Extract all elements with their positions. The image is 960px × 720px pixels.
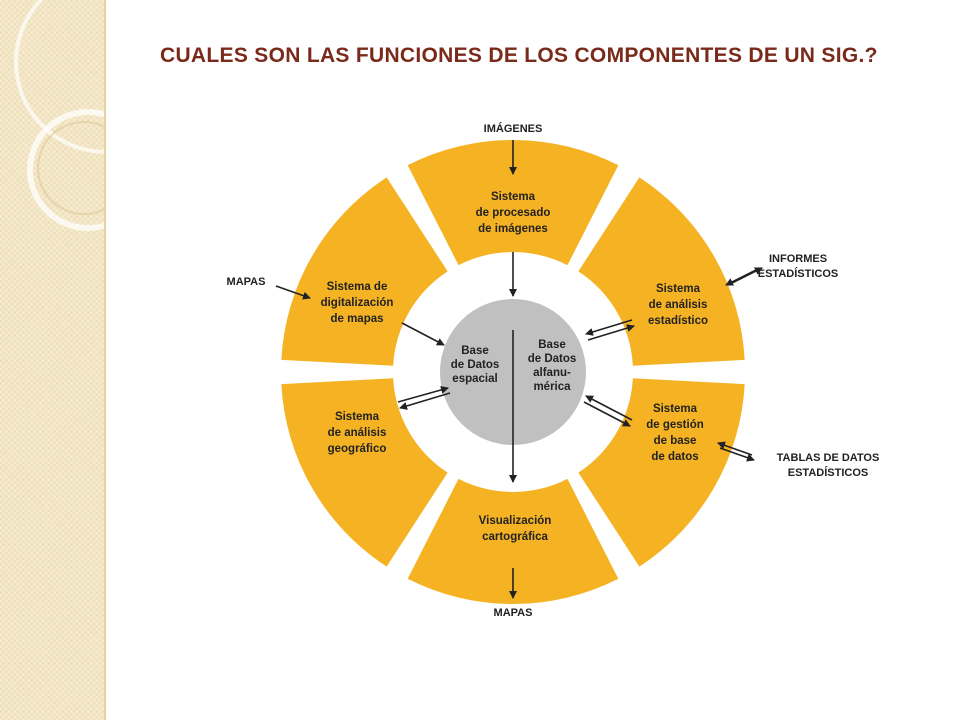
segment-label-left-upper: Sistema de digitalización de mapas xyxy=(321,281,394,325)
segment-label-bottom-line: Visualización xyxy=(479,515,552,527)
arrow-core-to-statistic xyxy=(587,324,635,341)
decorative-circles xyxy=(14,0,106,231)
page-title: CUALES SON LAS FUNCIONES DE LOS COMPONEN… xyxy=(160,44,878,67)
arrow-tables-out xyxy=(719,447,755,462)
segment-label-bottom: Visualización cartográfica xyxy=(479,515,552,543)
segment-right-upper xyxy=(578,177,745,366)
input-label-images: IMÁGENES xyxy=(484,122,543,135)
segment-label-right-lower-line: de gestión xyxy=(646,419,704,431)
segment-left-upper xyxy=(281,177,448,366)
segment-label-top-line: de procesado xyxy=(476,207,551,219)
segment-bottom xyxy=(407,478,619,605)
segment-label-left-lower-line: Sistema xyxy=(335,411,380,423)
segment-label-top-line: de imágenes xyxy=(478,223,548,235)
segment-label-left-upper-line: Sistema de xyxy=(327,281,388,293)
segment-label-right-upper-line: Sistema xyxy=(656,283,701,295)
arrow-maps-in xyxy=(275,285,311,300)
segment-label-top-line: Sistema xyxy=(491,191,536,203)
label-statistical-reports-line: ESTADÍSTICOS xyxy=(758,267,838,280)
segment-label-left-lower-line: geográfico xyxy=(328,443,387,455)
segment-label-right-lower: Sistema de gestión de base de datos xyxy=(646,403,704,463)
arrow-core-to-management xyxy=(583,401,631,427)
arrow-management-to-core xyxy=(585,395,633,421)
label-statistical-tables-line: TABLAS DE DATOS xyxy=(777,452,880,464)
core-label-alphanumeric-line: mérica xyxy=(533,381,571,393)
core-label-alphanumeric-line: alfanu- xyxy=(533,367,571,379)
segment-label-right-upper-line: estadístico xyxy=(648,315,708,327)
segment-label-bottom-line: cartográfica xyxy=(482,531,548,543)
arrow-reports-out xyxy=(727,267,763,286)
core-label-spatial-line: espacial xyxy=(452,373,497,385)
segment-label-right-upper-line: de análisis xyxy=(649,299,708,311)
core-label-spatial-line: de Datos xyxy=(451,359,500,371)
input-label-maps: MAPAS xyxy=(227,276,266,288)
segment-label-left-upper-line: de mapas xyxy=(330,313,383,325)
segment-right-lower xyxy=(578,378,745,567)
core-label-spatial: Base de Datos espacial xyxy=(451,345,500,385)
arrow-tables-in xyxy=(717,441,753,456)
output-label-maps: MAPAS xyxy=(494,607,533,619)
segment-left-lower xyxy=(281,378,448,567)
core-label-alphanumeric: Base de Datos alfanu-mérica xyxy=(528,339,577,393)
label-statistical-reports: INFORMES ESTADÍSTICOS xyxy=(758,253,838,280)
segment-label-right-lower-line: de base xyxy=(654,435,697,447)
segment-top xyxy=(407,139,619,266)
segment-label-right-upper: Sistema de análisis estadístico xyxy=(648,283,708,327)
segment-label-left-lower: Sistema de análisis geográfico xyxy=(328,411,387,455)
arrow-geographic-to-core xyxy=(397,386,449,403)
core-label-alphanumeric-line: de Datos xyxy=(528,353,577,365)
arrow-core-to-geographic xyxy=(399,392,451,410)
segment-label-top: Sistema de procesado de imágenes xyxy=(476,191,551,235)
segment-label-left-lower-line: de análisis xyxy=(328,427,387,439)
arrow-digitization-to-core xyxy=(401,322,445,346)
label-statistical-tables-line: ESTADÍSTICOS xyxy=(788,466,868,479)
core-label-spatial-line: Base xyxy=(461,345,489,357)
decorative-side-strip xyxy=(0,0,106,720)
arrow-reports-in xyxy=(725,267,761,286)
segment-label-left-upper-line: digitalización xyxy=(321,297,394,309)
segment-label-right-lower-line: Sistema xyxy=(653,403,698,415)
flow-arrows xyxy=(275,140,763,599)
segment-label-right-lower-line: de datos xyxy=(651,451,698,463)
core-label-alphanumeric-line: Base xyxy=(538,339,566,351)
label-statistical-reports-line: INFORMES xyxy=(769,253,827,265)
arrow-statistic-to-core xyxy=(585,319,633,336)
label-statistical-tables: TABLAS DE DATOS ESTADÍSTICOS xyxy=(777,452,880,479)
